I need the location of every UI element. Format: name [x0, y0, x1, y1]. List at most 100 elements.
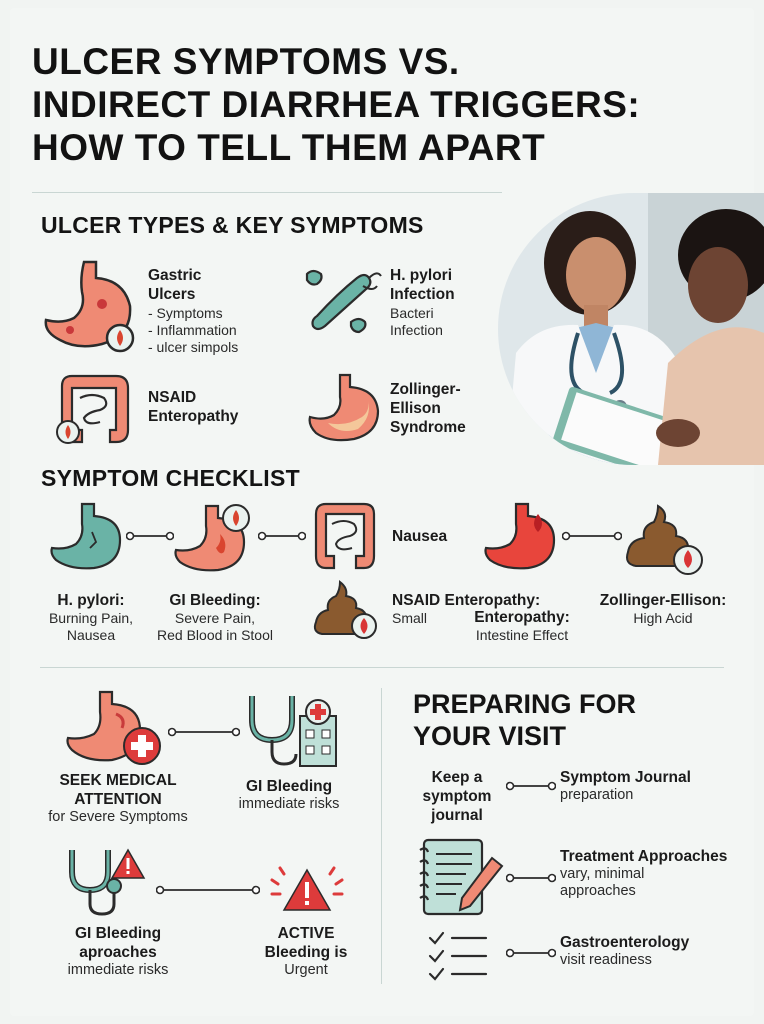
title-divider: [32, 192, 502, 193]
connector-icon: [562, 531, 622, 541]
active-line2: Bleeding is: [264, 944, 348, 961]
zollinger-syndrome-title: Zollinger- Ellison Syndrome: [390, 380, 466, 437]
preparing-visit-heading: PREPARING FOR YOUR VISIT: [413, 688, 636, 752]
gi2-line1: GI Bleeding: [74, 925, 162, 942]
checklist-gibleeding: GI Bleeding: Severe Pain, Red Blood in S…: [140, 591, 290, 644]
seek-line3: for Severe Symptoms: [48, 809, 188, 825]
teal-stomach-icon: [48, 502, 124, 577]
zollinger-title-line2: Ellison: [390, 400, 441, 417]
nsaid-title-line2: Enteropathy: [148, 408, 239, 425]
gi-bleeding-risks: GI Bleeding immediate risks: [226, 777, 352, 813]
checklist-nsaid-line2: Intestine Effect: [475, 627, 569, 643]
checklist-nsaid-title2: Enteropathy:: [474, 609, 570, 626]
checklist-gibleeding-title: GI Bleeding:: [169, 592, 261, 609]
bacteria-icon: [303, 264, 383, 345]
stethoscope-hospital-icon: [244, 690, 340, 775]
keep-line3: journal: [431, 807, 483, 824]
checklist-nsaid-title: NSAID Enteropathy:: [392, 592, 541, 609]
gi-bleeding-approaches: GI Bleeding aproaches immediate risks: [38, 924, 198, 979]
nsaid-enteropathy-title: NSAID Enteropathy: [148, 388, 238, 426]
notebook-pen-icon: [416, 836, 506, 923]
checklist-gibleeding-line1: Severe Pain,: [174, 610, 256, 626]
stomach-icon: [40, 258, 136, 359]
checklist-nsaid: NSAID Enteropathy: Small: [392, 591, 540, 627]
hpylori-infection-title: H. pylori Infection: [390, 266, 455, 304]
gastric-title-line1: Gastric: [148, 267, 202, 284]
gi2-sub: immediate risks: [67, 962, 169, 978]
hpylori-sub: Bacteri Infection: [390, 305, 443, 339]
gastric-symptom-list: - Symptoms - Inflammation - ulcer simpol…: [148, 305, 238, 356]
hpylori-sub-line2: Infection: [390, 322, 443, 338]
connector-icon: [258, 531, 306, 541]
checklist-gibleeding-line2: Red Blood in Stool: [157, 627, 273, 643]
stomach-medical-cross-icon: [64, 688, 168, 773]
keep-journal-label: Keep a symptom journal: [408, 768, 506, 825]
treatment-sub1: vary, minimal: [560, 866, 645, 882]
list-item: - ulcer simpols: [148, 339, 239, 355]
bleeding-stomach-icon: [482, 500, 560, 577]
checklist-nsaid-effect: Enteropathy: Intestine Effect: [462, 608, 582, 644]
list-item: - Inflammation: [148, 322, 237, 338]
checklist-zollinger: Zollinger-Ellison: High Acid: [588, 591, 738, 627]
gastric-ulcers-title: Gastric Ulcers: [148, 266, 201, 304]
checklist-hpylori-title: H. pylori:: [57, 592, 125, 609]
checklist-hpylori-line1: Burning Pain,: [48, 610, 134, 626]
checklist-icon: [426, 928, 490, 989]
hpylori-sub-line1: Bacteri: [390, 305, 434, 321]
symptom-checklist-heading: SYMPTOM CHECKLIST: [41, 465, 300, 491]
intestine-icon-2: [308, 500, 382, 577]
keep-line1: Keep a: [431, 769, 483, 786]
connector-icon: [506, 781, 556, 791]
connector-icon: [506, 948, 556, 958]
nausea-label: Nausea: [392, 528, 448, 545]
keep-line2: symptom: [422, 788, 492, 805]
hpylori-title-line2: Infection: [390, 286, 455, 303]
seek-line1: SEEK MEDICAL: [59, 772, 177, 789]
treatment-approaches: Treatment Approaches vary, minimal appro…: [560, 847, 727, 900]
gi1-sub: immediate risks: [238, 796, 340, 812]
infographic-page: [10, 8, 754, 1016]
acid-stomach-icon: [306, 373, 382, 448]
gastro-title: Gastroenterology: [560, 934, 690, 951]
checklist-hpylori: H. pylori: Burning Pain, Nausea: [26, 591, 156, 644]
section-divider: [40, 667, 724, 668]
gastro-sub: visit readiness: [560, 952, 652, 968]
ulcer-types-heading: ULCER TYPES & KEY SYMPTOMS: [41, 212, 424, 238]
seek-line2: ATTENTION: [74, 791, 162, 808]
checklist-zollinger-line1: High Acid: [633, 610, 693, 626]
gastric-title-line2: Ulcers: [148, 286, 196, 303]
connector-icon: [126, 531, 174, 541]
connector-icon: [506, 873, 556, 883]
journal-title: Symptom Journal: [560, 769, 691, 786]
title-line-2: INDIRECT DIARRHEA TRIGGERS:: [32, 84, 641, 125]
active-line3: Urgent: [284, 962, 328, 978]
treatment-sub2: approaches: [560, 883, 636, 899]
checklist-hpylori-line2: Nausea: [66, 627, 116, 643]
stethoscope-warning-icon: [64, 846, 150, 925]
stool-blood-icon-2: [312, 579, 380, 645]
stool-blood-icon: [624, 502, 706, 583]
checklist-nsaid-sub: Small: [392, 610, 428, 626]
visit-heading-line2: YOUR VISIT: [413, 721, 567, 751]
visit-heading-line1: PREPARING FOR: [413, 689, 637, 719]
active-line1: ACTIVE: [277, 925, 335, 942]
connector-icon: [168, 727, 240, 737]
connector-icon: [156, 885, 260, 895]
checklist-zollinger-title: Zollinger-Ellison:: [599, 592, 727, 609]
gi2-line2: aproaches: [79, 944, 157, 961]
seek-medical-attention: SEEK MEDICAL ATTENTION for Severe Sympto…: [28, 771, 208, 826]
column-divider: [381, 688, 382, 984]
gi1-title: GI Bleeding: [245, 778, 333, 795]
title-line-1: ULCER SYMPTOMS VS.: [32, 41, 460, 82]
gastroenterology-readiness: Gastroenterology visit readiness: [560, 933, 689, 969]
doctor-patient-photo: [498, 193, 764, 465]
burning-stomach-icon: [172, 502, 254, 579]
symptom-journal: Symptom Journal preparation: [560, 768, 691, 804]
zollinger-title-line3: Syndrome: [390, 419, 466, 436]
nsaid-title-line1: NSAID: [148, 389, 197, 406]
alert-warning-icon: [270, 862, 344, 919]
main-title: ULCER SYMPTOMS VS. INDIRECT DIARRHEA TRI…: [32, 40, 732, 169]
hpylori-title-line1: H. pylori: [390, 267, 453, 284]
treatment-title: Treatment Approaches: [560, 848, 728, 865]
intestine-icon: [52, 372, 136, 453]
